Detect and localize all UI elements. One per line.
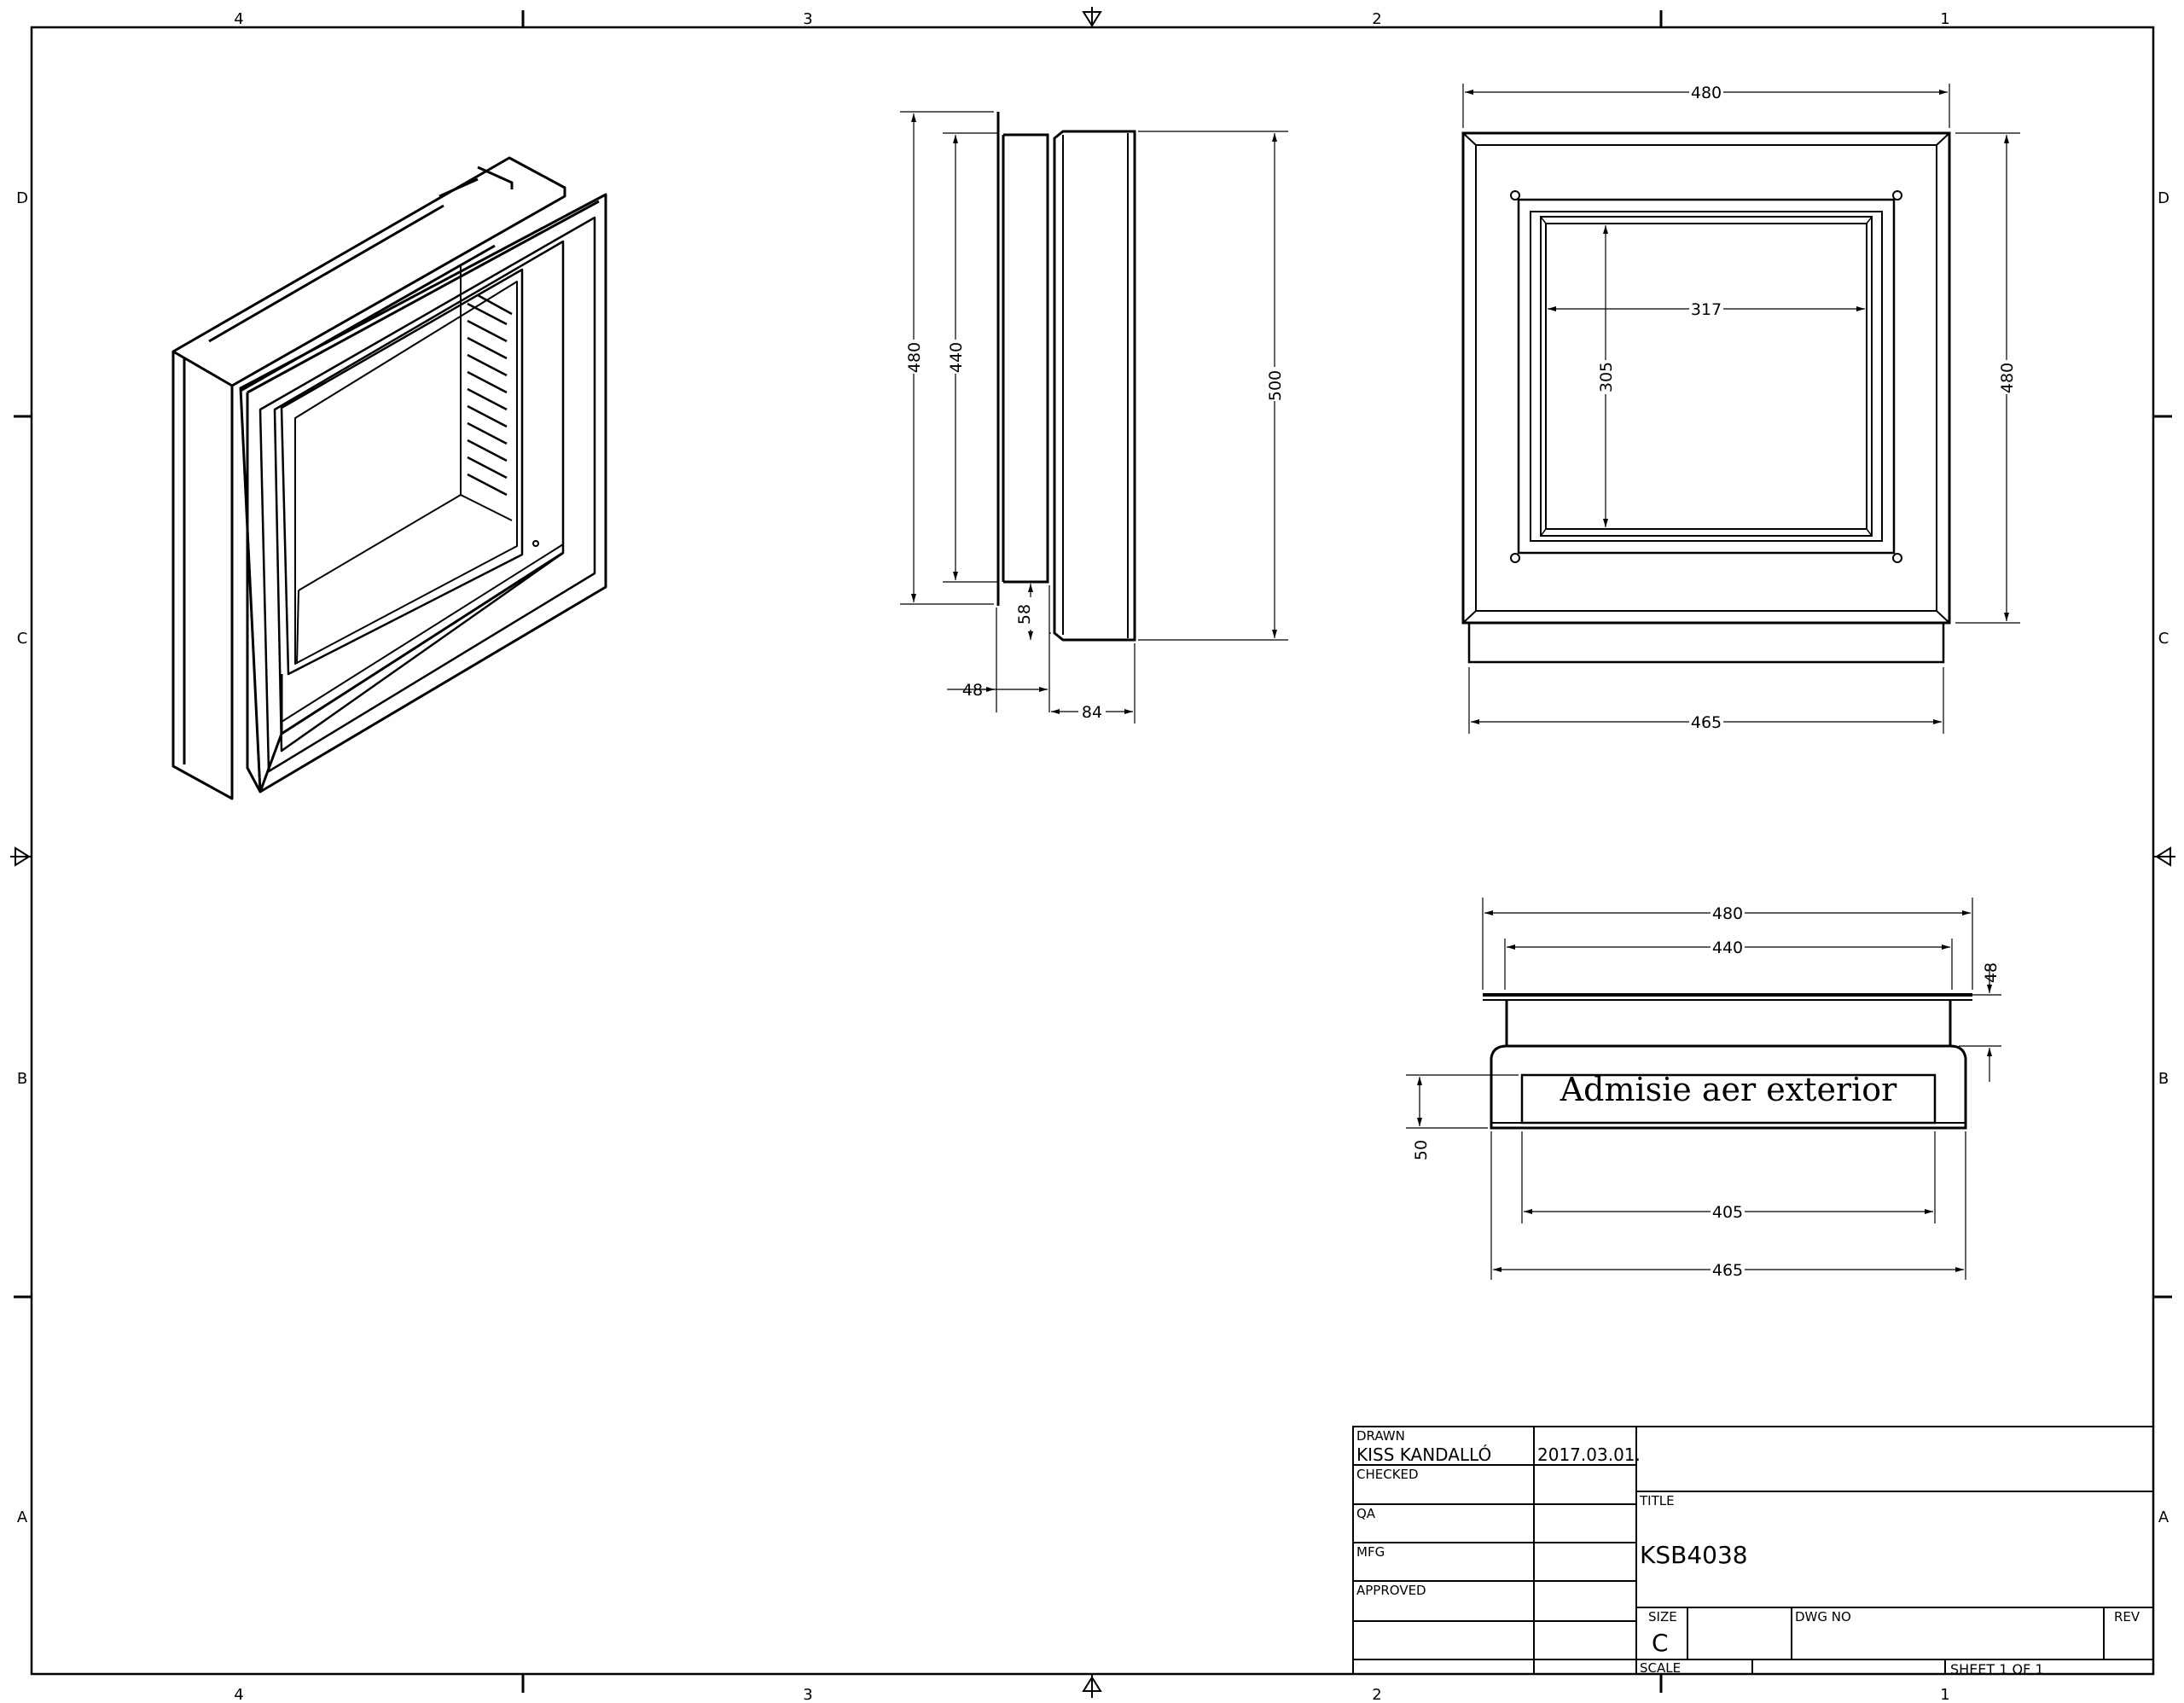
dimension-480: 480 <box>905 342 924 373</box>
row-label: A <box>17 1508 28 1526</box>
vent-slots <box>467 294 513 497</box>
column-label: 2 <box>1372 10 1381 28</box>
title-block: DRAWN KISS KANDALLÓ 2017.03.01. CHECKED … <box>1352 1426 2154 1677</box>
isometric-view <box>171 156 607 800</box>
dimension-84: 84 <box>1082 703 1102 722</box>
dimension-48: 48 <box>1982 962 2001 983</box>
dimension-500: 500 <box>1266 370 1285 401</box>
sheet-border <box>14 10 2172 1693</box>
drawing-title: KSB4038 <box>1640 1541 1748 1569</box>
column-label: 3 <box>803 1686 812 1703</box>
bottom-view: Admisie aer exterior 480 440 48 <box>1406 898 2001 1280</box>
dimension-465: 465 <box>1712 1261 1743 1280</box>
row-label: A <box>2158 1508 2169 1526</box>
checked-label: CHECKED <box>1356 1467 1419 1482</box>
row-label: B <box>17 1070 27 1088</box>
front-view: 480 317 305 480 465 <box>1461 83 2020 734</box>
qa-label: QA <box>1356 1506 1376 1521</box>
dimension-465: 465 <box>1691 713 1722 732</box>
dimension-440: 440 <box>947 342 966 373</box>
column-label: 1 <box>1940 10 1949 28</box>
rev-label: REV <box>2114 1609 2140 1625</box>
row-label: D <box>16 189 28 207</box>
row-label: C <box>17 630 28 648</box>
mfg-label: MFG <box>1356 1544 1385 1560</box>
dimension-480: 480 <box>1712 904 1743 923</box>
column-label: 1 <box>1940 1686 1949 1703</box>
title-label: TITLE <box>1639 1493 1675 1508</box>
dimension-405: 405 <box>1712 1203 1743 1222</box>
drawn-label: DRAWN <box>1356 1428 1405 1444</box>
size-label: SIZE <box>1648 1609 1677 1625</box>
scale-label: SCALE <box>1640 1660 1681 1676</box>
dimension-50: 50 <box>1412 1140 1431 1160</box>
dimension-305: 305 <box>1597 362 1616 392</box>
row-label: D <box>2158 189 2169 207</box>
dimension-58: 58 <box>1015 604 1034 625</box>
dimension-480-top: 480 <box>1691 84 1722 102</box>
sheet-number: SHEET 1 OF 1 <box>1950 1661 2044 1677</box>
column-label: 3 <box>803 10 812 28</box>
dimension-48: 48 <box>962 681 983 700</box>
size-value: C <box>1652 1629 1669 1657</box>
row-label: B <box>2158 1070 2169 1088</box>
mounting-holes <box>1510 190 1902 563</box>
row-label: C <box>2158 630 2169 648</box>
centering-marks <box>10 7 2175 1698</box>
dimension-317: 317 <box>1691 300 1722 319</box>
zone-labels: 4 3 2 1 4 3 2 1 D C B A D C B A <box>16 10 2169 1703</box>
column-label: 4 <box>234 10 243 28</box>
dimension-440: 440 <box>1712 939 1743 957</box>
column-label: 2 <box>1372 1686 1381 1703</box>
dwg-no-label: DWG NO <box>1795 1609 1851 1625</box>
drawn-date: 2017.03.01. <box>1537 1444 1641 1465</box>
side-view: 480 440 500 58 48 84 <box>900 111 1288 724</box>
column-label: 4 <box>234 1686 243 1703</box>
drawn-by: KISS KANDALLÓ <box>1356 1444 1491 1465</box>
outside-air-label: Admisie aer exterior <box>1560 1071 1897 1108</box>
approved-label: APPROVED <box>1356 1583 1426 1598</box>
dimension-480-right: 480 <box>1998 363 2017 393</box>
